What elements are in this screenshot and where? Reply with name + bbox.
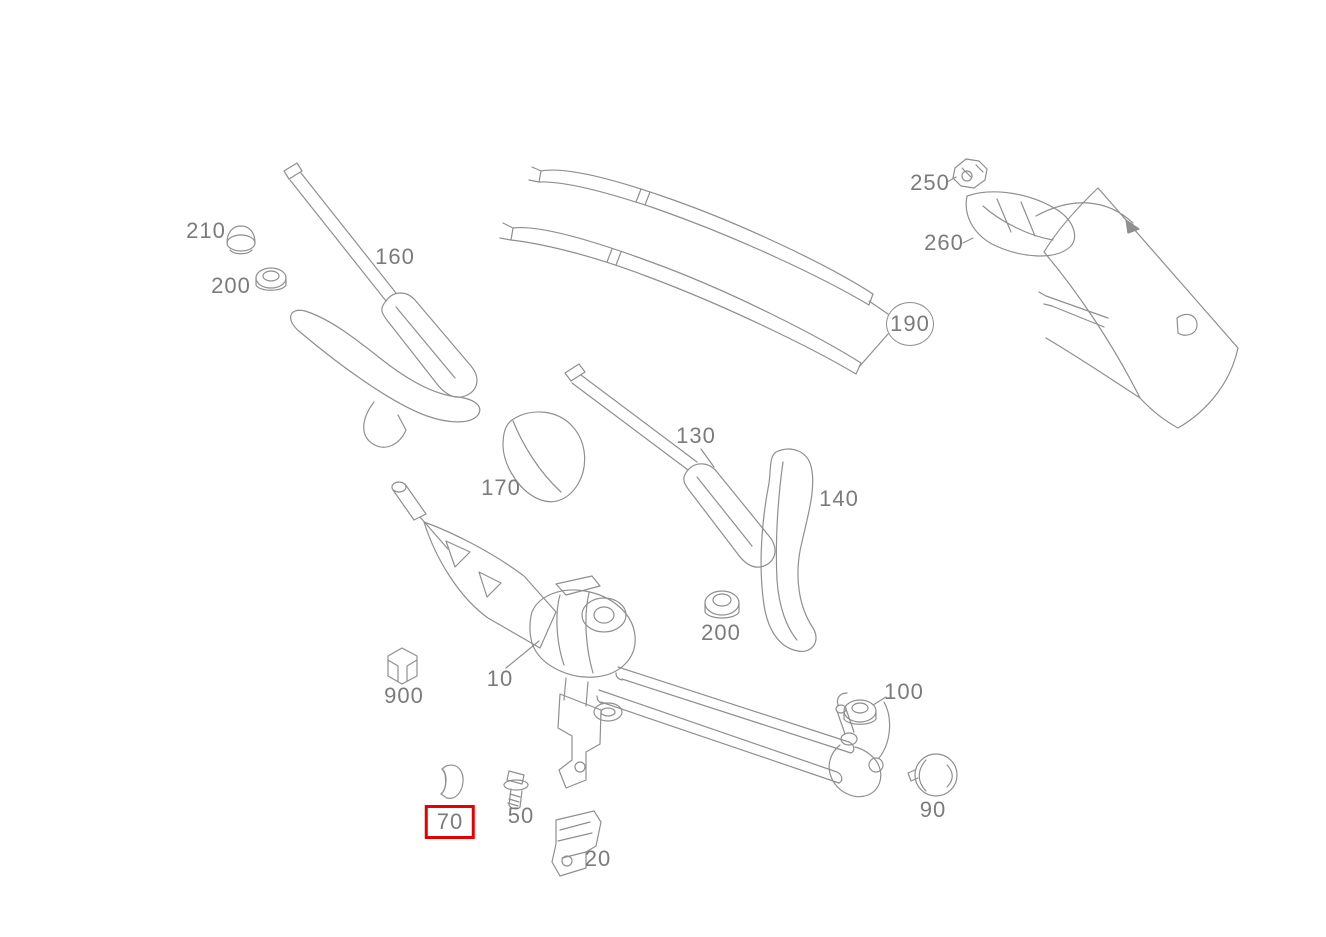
part-label-90[interactable]: 90 [919,797,947,822]
clip-900-art [387,647,418,685]
part-label-10[interactable]: 10 [486,666,514,691]
cap-70-art [440,764,464,799]
part-label-250[interactable]: 250 [910,170,950,195]
pivot-cap-210-art [226,225,256,255]
grommet-90-art [907,753,958,797]
part-label-200-left[interactable]: 200 [211,273,251,298]
part-label-160[interactable]: 160 [375,244,415,269]
part-label-140[interactable]: 140 [819,486,859,511]
wiper-blade-set-190-art [499,166,889,375]
part-label-130[interactable]: 130 [676,423,716,448]
motor-linkage-assembly-10-art [391,481,884,798]
arm-cover-170-art [502,411,586,503]
part-label-260[interactable]: 260 [924,230,964,255]
cowl-cover-260-art [962,191,1076,257]
part-label-170[interactable]: 170 [481,475,521,500]
part-label-100[interactable]: 100 [884,679,924,704]
wiper-arm-passenger-130-art [564,363,776,568]
part-label-70[interactable]: 70 [424,805,476,839]
arm-cover-140-art [760,448,817,653]
mounting-bracket-20-art [551,810,602,877]
part-label-190[interactable]: 190 [886,302,934,346]
part-label-210[interactable]: 210 [186,218,226,243]
mounting-nut-100-art [843,696,891,759]
pivot-nut-200-left-art [255,267,287,291]
part-label-50[interactable]: 50 [507,803,535,828]
sensor-bracket-250-art [946,158,988,189]
bolt-50-art [503,770,529,810]
wiper-arm-driver-art [283,162,481,448]
pivot-nut-200-right-art [704,590,740,619]
part-label-200-right[interactable]: 200 [701,620,741,645]
part-label-900[interactable]: 900 [384,683,424,708]
part-label-20[interactable]: 20 [584,846,612,871]
